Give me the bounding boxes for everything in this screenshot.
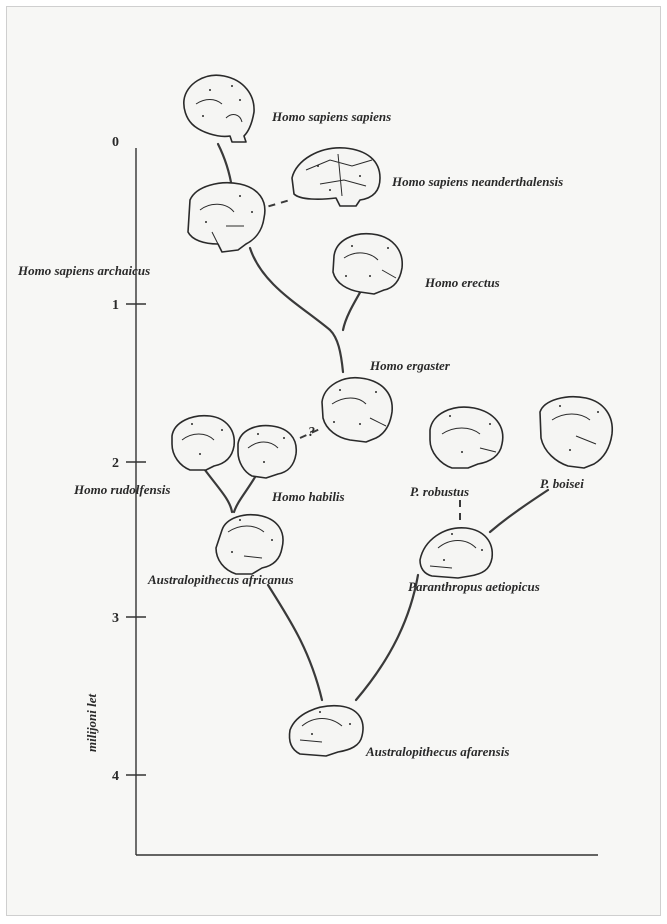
label-australopithecus-afarensis: Australopithecus afarensis [365, 744, 509, 759]
edge-afarensis-aetiopicus [354, 573, 420, 702]
label-p-robustus: P. robustus [410, 484, 469, 499]
skull-africanus [215, 514, 284, 575]
label-homo-ergaster: Homo ergaster [369, 358, 451, 373]
skull-sapiens [183, 74, 255, 143]
skull-robustus [429, 406, 504, 469]
tick-label-2: 2 [112, 456, 119, 471]
skull-neanderthal [291, 147, 381, 207]
edge-habilis-ergaster [299, 427, 323, 439]
lineage-lines: ? [203, 142, 550, 702]
edge-aetiopicus-boisei [488, 488, 550, 534]
edge-rudolfensis [203, 468, 234, 514]
skull-archaicus [187, 182, 266, 253]
skull-aetiopicus [419, 527, 493, 579]
label-p-boisei: P. boisei [540, 476, 584, 491]
skull-habilis [237, 424, 297, 479]
label-australopithecus-africanus: Australopithecus africanus [147, 572, 294, 587]
tick-label-1: 1 [112, 298, 119, 313]
skull-afarensis [288, 705, 364, 757]
label-paranthropus-aetiopicus: Paranthropus aetiopicus [408, 579, 540, 594]
skull-erectus [332, 232, 403, 295]
tick-label-3: 3 [112, 611, 119, 626]
edge-africanus-afarensis [266, 583, 324, 702]
time-axis: 0 1 2 3 4 milijoni let [84, 135, 598, 856]
label-homo-sapiens-neanderthalensis: Homo sapiens neanderthalensis [391, 174, 563, 189]
tick-label-4: 4 [112, 769, 119, 784]
skull-rudolfensis [171, 414, 235, 471]
label-homo-sapiens-sapiens: Homo sapiens sapiens [271, 109, 391, 124]
edge-sapiens-archaicus [216, 142, 234, 190]
edge-habilis [232, 470, 260, 514]
tick-label-0: 0 [112, 135, 119, 150]
label-homo-erectus: Homo erectus [424, 275, 500, 290]
label-homo-habilis: Homo habilis [271, 489, 345, 504]
label-homo-rudolfensis: Homo rudolfensis [73, 482, 170, 497]
edge-archaicus-ergaster [248, 246, 345, 374]
uncertain-mark: ? [308, 425, 315, 440]
skull-boisei [539, 396, 613, 469]
label-homo-sapiens-archaicus: Homo sapiens archaicus [17, 263, 150, 278]
skull-ergaster [321, 377, 393, 443]
species-labels: Homo sapiens sapiens Homo sapiens neande… [17, 109, 584, 759]
axis-title: milijoni let [84, 693, 99, 752]
